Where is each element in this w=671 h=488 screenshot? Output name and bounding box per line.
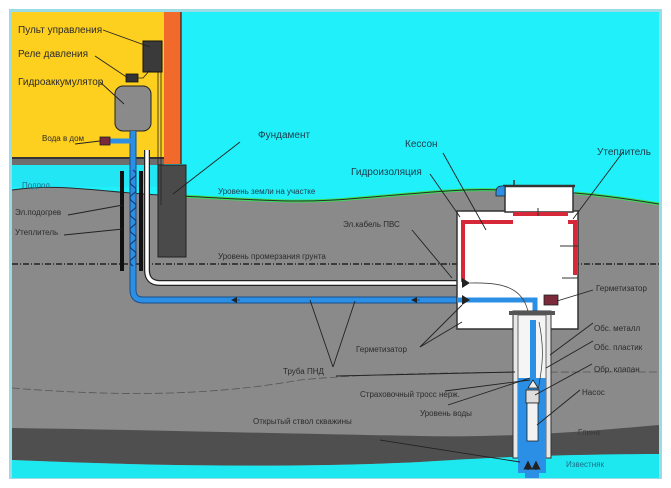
label-heating-cable: Эл.подогрев: [15, 208, 61, 217]
sealer-valve: [543, 294, 559, 306]
label-ground-level: Уровень земли на участке: [218, 187, 316, 196]
borehole-open: [525, 458, 539, 478]
caisson-neck: [504, 185, 574, 213]
safety-cable-line: [537, 321, 543, 391]
label-limestone: Известняк: [566, 460, 604, 469]
label-power-cable: Эл.кабель ПВС: [343, 220, 400, 229]
check-valve: [527, 379, 539, 389]
facade-wall: [164, 12, 181, 164]
floor-edge: [12, 157, 164, 159]
crawlspace: [12, 165, 164, 187]
label-waterproofing: Гидроизоляция: [351, 167, 422, 178]
house-floor: [12, 157, 164, 165]
foundation-block: [157, 164, 187, 258]
ground-outline: [11, 186, 660, 205]
sealer-entry-pipe: [462, 295, 470, 305]
label-open-borehole: Открытый ствол скважины: [253, 417, 352, 426]
label-frost-line: Уровень промерзания грунта: [218, 252, 326, 261]
insulation-post-left: [120, 171, 124, 271]
label-casing-plastic: Обс. пластик: [594, 343, 643, 352]
insulation-post-right: [139, 171, 143, 271]
label-safety-cable: Страховочный тросс нерж.: [360, 390, 460, 399]
label-water-level: Уровень воды: [420, 409, 472, 418]
pnd-pipe-main: [130, 131, 460, 303]
power-cable-inner: [145, 150, 470, 285]
panel-wires: [157, 72, 162, 205]
casing-flange: [509, 311, 555, 315]
heating-cable-spiral: [129, 169, 137, 267]
label-sealer-left: Герметизатор: [356, 345, 407, 354]
leader-lines: [63, 29, 624, 463]
label-pump: Насос: [582, 388, 605, 397]
label-caisson: Кессон: [405, 139, 438, 150]
label-check-valve: Обр. клапан: [594, 365, 640, 374]
caisson-hatch-handle: [495, 185, 506, 197]
label-pressure-relay: Реле давления: [18, 49, 88, 60]
label-casing-metal: Обс. металл: [594, 324, 641, 333]
label-foundation: Фундамент: [258, 130, 310, 141]
limestone-layer: [12, 454, 659, 478]
caisson-insulation: [461, 212, 577, 282]
label-control-panel: Пульт управления: [18, 25, 102, 36]
label-water-to-house: Вода в дом: [42, 134, 84, 143]
label-clay: Глина: [578, 428, 600, 437]
house-valve: [99, 136, 111, 146]
caisson-body: [456, 210, 579, 330]
label-crawlspace: Подпол: [22, 181, 50, 190]
label-insulation-left: Утеплитель: [15, 228, 58, 237]
label-accumulator: Гидроаккумулятор: [18, 77, 104, 88]
riser-pipe: [530, 320, 536, 390]
pump-motor: [526, 402, 539, 442]
pump-body: [525, 389, 540, 404]
relay-wire: [138, 69, 151, 79]
label-sealer-right: Герметизатор: [596, 284, 647, 293]
accumulator-tank: [114, 85, 152, 132]
label-pnd-pipe: Труба ПНД: [283, 367, 324, 376]
control-panel-box: [142, 40, 163, 73]
label-insulation-right: Утеплитель: [597, 147, 651, 158]
sealer-entry-cable: [462, 278, 470, 288]
clay-layer: [12, 425, 659, 468]
